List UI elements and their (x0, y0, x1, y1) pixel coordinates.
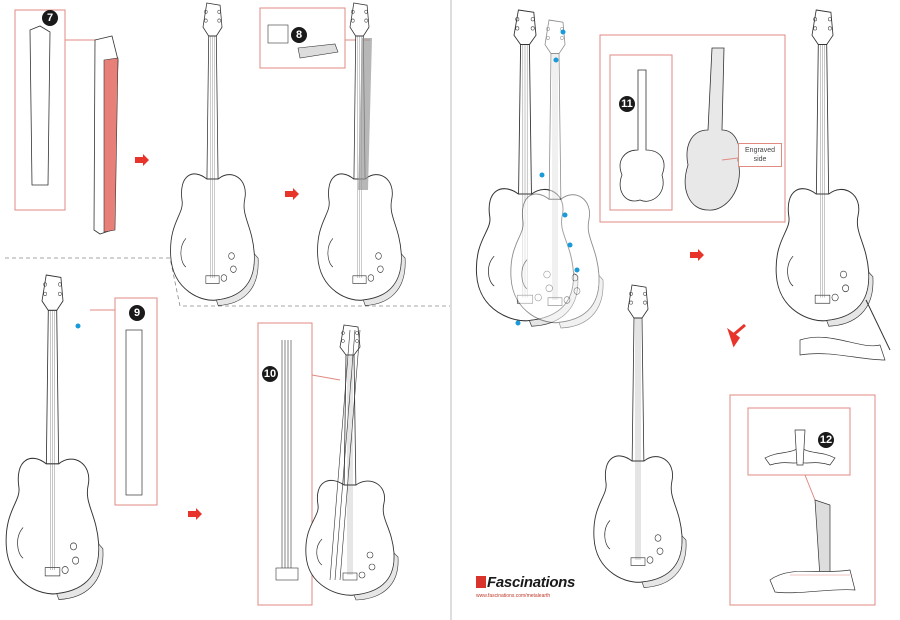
guitar-final (593, 284, 687, 588)
step7-callout-box (14, 9, 66, 211)
engraved-side-callout: Engraved side (738, 143, 782, 167)
section-divider (5, 257, 450, 307)
neck-red-piece (103, 57, 119, 233)
guitar-step7-result (170, 2, 259, 306)
step9-callout-box (114, 297, 158, 506)
arrow-icon (188, 508, 202, 520)
step-number-badge: 10 (262, 366, 278, 382)
arrow-icon (135, 154, 149, 166)
engraved-body (684, 47, 740, 211)
step-number-badge: 8 (291, 27, 307, 43)
glue-dots (515, 29, 580, 326)
arrow-icon (690, 249, 704, 261)
step-number-badge: 9 (129, 305, 145, 321)
brand-url: www.fascinations.com/metalearth (476, 593, 551, 599)
logo-mark-icon (476, 576, 486, 588)
brand-logo: Fascinations www.fascinations.com/metale… (476, 574, 575, 599)
step11-callout-box (599, 34, 786, 223)
step-number-badge: 11 (619, 96, 635, 112)
step12-callout-box (729, 394, 876, 606)
guitar-final-on-stand (775, 9, 874, 327)
step-number-badge: 12 (818, 432, 834, 448)
arrow-icon (285, 188, 299, 200)
step8-callout-box (259, 7, 346, 69)
step-number-badge: 7 (42, 10, 58, 26)
guitar-step9 (5, 274, 104, 601)
step12-inner-box (747, 407, 851, 476)
step11-inner-box (609, 54, 673, 211)
brand-name: Fascinations (487, 574, 576, 591)
step10-callout-box (257, 322, 313, 606)
neck-part (29, 25, 51, 186)
